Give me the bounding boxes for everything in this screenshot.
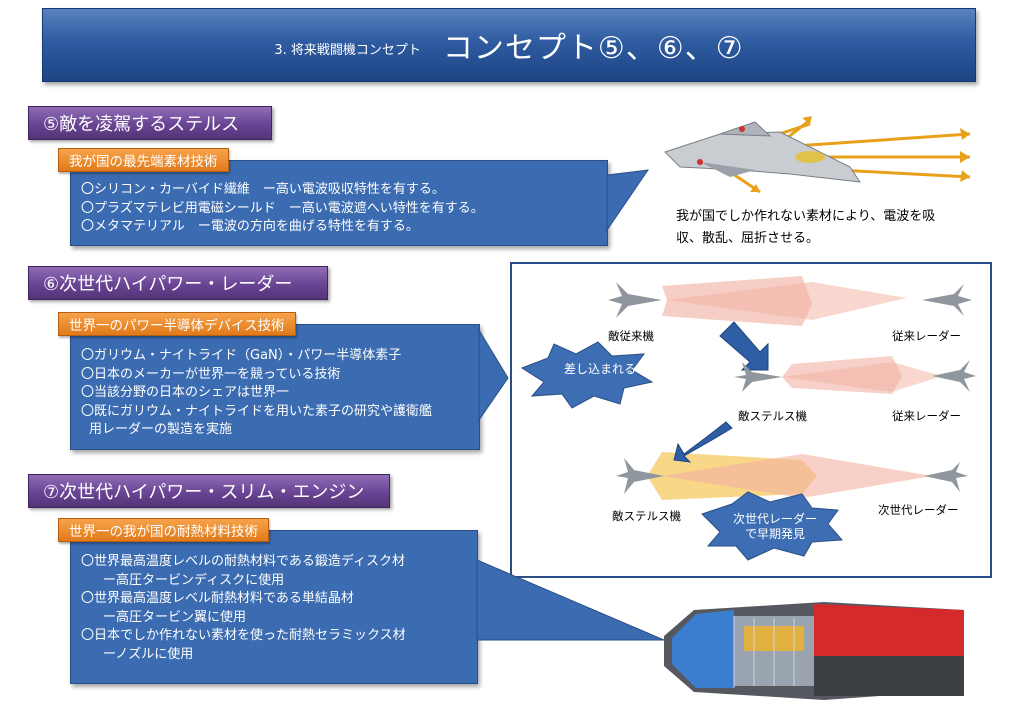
row2-left-label: 敵ステルス機 [738,409,807,423]
section7-line-2: ー高圧タービンディスクに使用 [103,572,285,588]
section7-header: ⑦次世代ハイパワー・スリム・エンジン [28,474,390,508]
section7-line-5: 〇日本でしか作れない素材を使った耐熱セラミックス材 [81,628,406,643]
section6-line-1: 〇ガリウム・ナイトライド（GaN）・パワー半導体素子 [81,348,402,363]
section5-header: ⑤敵を凌駕するステルス [28,106,272,140]
section7-tag: 世界一の我が国の耐熱材料技術 [58,518,269,542]
burst-label-early-detection: 次世代レーダー で早期発見 [730,512,820,542]
section6-header: ⑥次世代ハイパワー・レーダー [28,266,328,300]
radar-diagram: 敵従来機 従来レーダー 敵ステルス機 従来レーダー 敵ステルス機 次世代レーダー… [510,262,992,578]
section7-line-1: 〇世界最高温度レベルの耐熱材料である鍛造ディスク材 [81,554,405,569]
stealth-caption-line-1: 我が国でしか作れない素材により、電波を吸 [676,209,936,224]
section7-line-3: 〇世界最高温度レベル耐熱材料である単結晶材 [81,591,354,606]
section7-line-4: ー高圧タービン翼に使用 [103,609,247,625]
title-banner: 3. 将来戦闘機コンセプト コンセプト⑤、⑥、⑦ [42,8,976,82]
row3-left-label: 敵ステルス機 [612,509,681,523]
engine-cutaway-illustration [664,602,964,700]
section5-tag: 我が国の最先端素材技術 [58,148,229,172]
section6-line-3: 〇当該分野の日本のシェアは世界一 [81,385,290,400]
section7-line-6: ーノズルに使用 [103,646,194,662]
row1-right-label: 従来レーダー [892,329,961,343]
section6-line-4: 〇既にガリウム・ナイトライドを用いた素子の研究や護衛艦 [81,403,433,419]
stealth-caption-line-2: 収、散乱、屈折させる。 [676,231,820,246]
section6-line-2: 〇日本のメーカーが世界一を競っている技術 [81,366,341,382]
section6-line-5: 用レーダーの製造を実施 [89,422,233,437]
row2-right-label: 従来レーダー [892,409,961,423]
section5-line-1: 〇シリコン・カーバイド繊維 ー高い電波吸収特性を有する。 [81,182,445,197]
burst-label-penetrated: 差し込まれる [563,362,636,376]
stealth-caption: 我が国でしか作れない素材により、電波を吸 収、散乱、屈折させる。 [676,206,935,250]
radar-beams [520,276,976,561]
banner-subtitle: 3. 将来戦闘機コンセプト [274,42,421,58]
stealth-fighter-illustration [664,116,971,194]
section5-line-3: 〇メタマテリアル ー電波の方向を曲げる特性を有する。 [81,219,419,234]
burst2-line-2: で早期発見 [744,527,805,541]
section6-box: 〇ガリウム・ナイトライド（GaN）・パワー半導体素子 〇日本のメーカーが世界一を… [70,324,480,450]
section5-box: 〇シリコン・カーバイド繊維 ー高い電波吸収特性を有する。 〇プラズマテレビ用電磁… [70,160,608,246]
section5-line-2: 〇プラズマテレビ用電磁シールド ー高い電波遮へい特性を有する。 [81,200,484,216]
banner-title: コンセプト⑤、⑥、⑦ [442,31,744,66]
row3-right-label: 次世代レーダー [878,503,959,517]
row1-left-label: 敵従来機 [608,329,654,343]
burst2-line-1: 次世代レーダー [732,512,817,526]
section7-box: 〇世界最高温度レベルの耐熱材料である鍛造ディスク材 ー高圧タービンディスクに使用… [70,530,478,684]
section6-tag: 世界一のパワー半導体デバイス技術 [58,312,296,336]
